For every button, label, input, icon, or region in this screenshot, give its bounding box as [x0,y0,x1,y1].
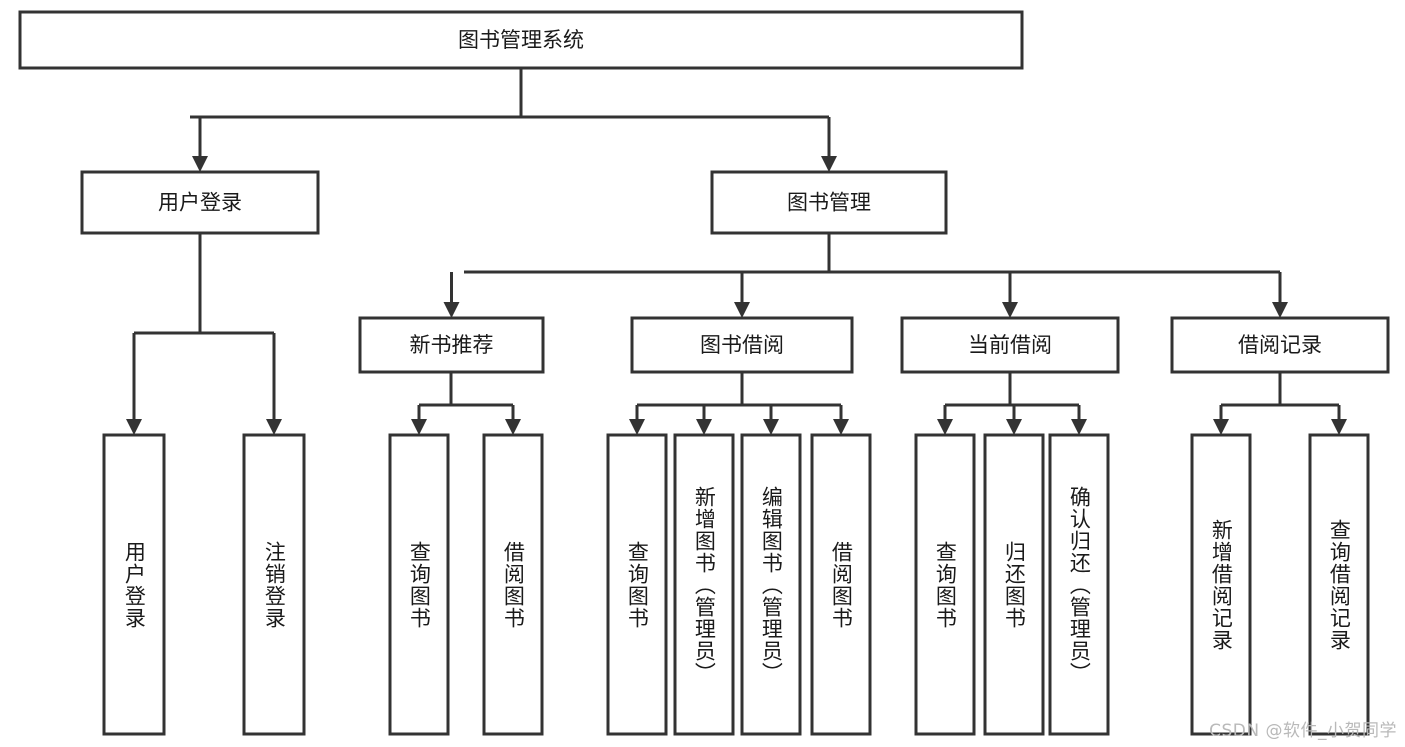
root-bus-arrow-1 [821,156,837,172]
leaf-box-1[interactable] [242,433,306,736]
new-book-bus-arrow-1 [505,419,521,435]
node-level2-label-0: 用户登录 [158,191,242,215]
root-bus-arrow-0 [192,156,208,172]
leaf-box-4[interactable] [606,433,668,736]
borrow-bus-arrow-2 [763,419,779,435]
watermark-text: CSDN @软件_小贺同学 [1209,721,1397,741]
new-book-bus-arrow-0 [411,419,427,435]
leaf-box-9[interactable] [983,433,1045,736]
leaf-box-0[interactable] [102,433,166,736]
borrow-bus-arrow-1 [696,419,712,435]
leaf-box-8[interactable] [914,433,976,736]
node-level3-label-2: 当前借阅 [968,333,1052,357]
leaf-box-7[interactable] [810,433,872,736]
leaf-box-3[interactable] [482,433,544,736]
node-level2-box-1[interactable] [710,170,948,235]
book-mgmt-bus-arrow-1 [734,302,750,318]
book-mgmt-bus-arrow-2 [1002,302,1018,318]
record-bus-arrow-1 [1331,419,1347,435]
node-level2-box-0[interactable] [80,170,320,235]
record-bus-arrow-0 [1213,419,1229,435]
leaf-box-2[interactable] [388,433,450,736]
book-mgmt-bus-arrow-0 [443,302,460,318]
leaf-box-5[interactable] [673,433,735,736]
book-mgmt-bus-arrow-3 [1272,302,1288,318]
node-level3-label-1: 图书借阅 [700,333,784,357]
leaf-box-11[interactable] [1190,433,1252,736]
borrow-bus-arrow-0 [629,419,645,435]
current-bus-arrow-1 [1006,419,1022,435]
borrow-bus-arrow-3 [833,419,849,435]
boxes-layer [18,10,1390,736]
node-level3-box-1[interactable] [630,316,854,374]
node-level3-box-0[interactable] [358,316,545,374]
leaf-box-6[interactable] [740,433,802,736]
node-level2-label-1: 图书管理 [787,191,871,215]
connectors-layer [126,68,1347,435]
current-bus-arrow-2 [1071,419,1087,435]
node-level3-box-2[interactable] [900,316,1120,374]
node-level3-label-0: 新书推荐 [410,333,494,357]
node-level3-label-3: 借阅记录 [1238,333,1322,357]
node-level3-box-3[interactable] [1170,316,1390,374]
user-login-bus-arrow-0 [126,419,142,435]
leaf-box-12[interactable] [1308,433,1370,736]
user-login-bus-arrow-1 [266,419,282,435]
leaf-box-10[interactable] [1048,433,1110,736]
current-bus-arrow-0 [937,419,953,435]
node-root-label: 图书管理系统 [458,28,584,52]
node-root-box[interactable] [18,10,1024,70]
